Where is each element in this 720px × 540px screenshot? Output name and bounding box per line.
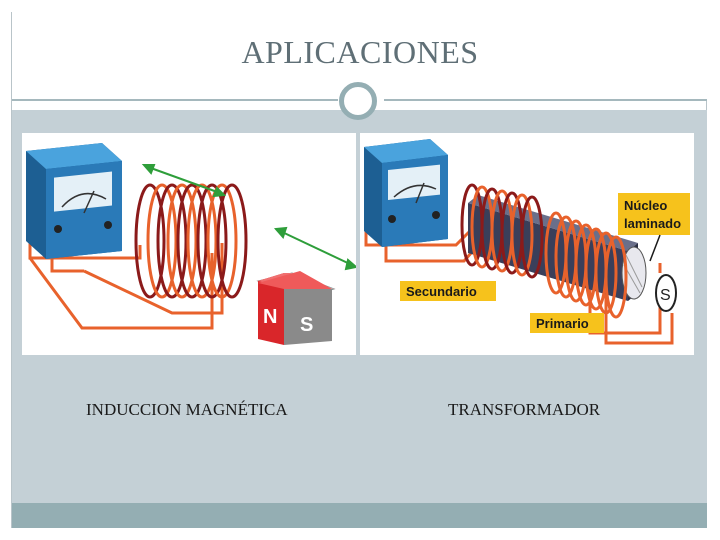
svg-text:Primario: Primario xyxy=(536,316,589,331)
induction-illustration: N S xyxy=(22,133,359,355)
title-divider-left xyxy=(12,99,338,101)
ac-source-icon: S xyxy=(655,274,677,312)
magnet-south-label: S xyxy=(300,314,313,336)
svg-text:Secundario: Secundario xyxy=(406,284,477,299)
secondary-label: Secundario xyxy=(400,281,496,301)
coil-icon xyxy=(134,183,248,299)
circuit-wire xyxy=(28,217,224,330)
magnet-north-label: N xyxy=(263,306,277,328)
primary-label: Primario xyxy=(530,313,604,333)
primary-coil-icon xyxy=(544,211,628,319)
footer-band xyxy=(12,503,707,528)
induction-caption: INDUCCION MAGNÉTICA xyxy=(86,400,288,419)
svg-text:S: S xyxy=(660,287,671,304)
title-divider-right xyxy=(384,99,707,101)
galvanometer-icon xyxy=(26,143,122,259)
core-label: Núcleo laminado xyxy=(618,193,690,262)
secondary-coil-icon xyxy=(460,183,544,279)
transformer-caption: TRANSFORMADOR xyxy=(448,400,601,419)
bar-magnet-icon: N S xyxy=(256,271,336,345)
motion-arrow-icon xyxy=(273,226,359,271)
svg-text:laminado: laminado xyxy=(624,216,681,231)
svg-text:Núcleo: Núcleo xyxy=(624,198,667,213)
divider-ring-icon xyxy=(339,82,377,120)
galvanometer-icon xyxy=(364,139,448,247)
slide-title: APLICACIONES xyxy=(241,34,479,70)
motion-arrow-icon xyxy=(141,164,227,198)
transformer-illustration: S Núcleo laminado Secundario Primario xyxy=(360,133,694,355)
